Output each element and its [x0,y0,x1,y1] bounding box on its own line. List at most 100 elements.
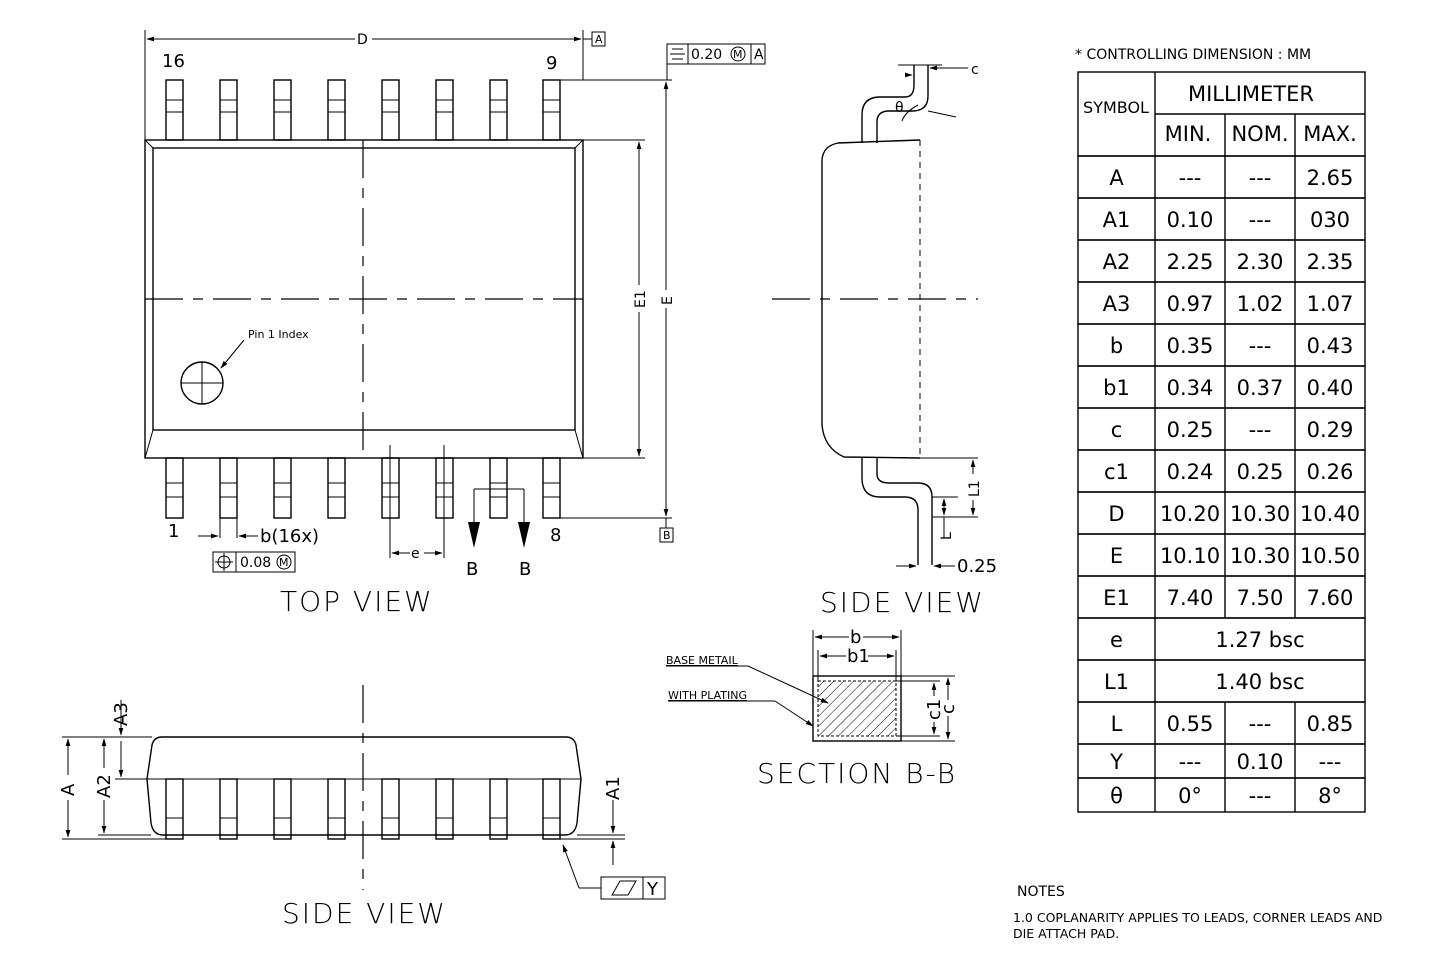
table-cell-span: 1.40 bsc [1215,670,1304,694]
table-cell-span: 1.27 bsc [1215,628,1304,652]
top-view-caption: TOP VIEW [280,585,434,618]
table-cell-max: 8° [1318,784,1342,808]
table-cell-min: --- [1179,166,1202,190]
table-cell-min: 0.97 [1167,292,1214,316]
table-cell-max: 10.50 [1300,544,1360,568]
table-row: A------2.65 [1077,155,1366,199]
dim-A-label: A [58,783,79,796]
controlling-dimension-note: * CONTROLLING DIMENSION : MM [1075,47,1311,63]
side-view-right: c θ L1 L 0.25 SIDE VIEW [772,62,997,619]
datum-A-box [591,31,606,47]
table-cell-nom: --- [1249,166,1272,190]
side-view-bottom: A A2 A3 A1 Y SIDE VIEW [58,685,666,930]
table-cell-symbol: c [1111,418,1123,442]
table-cell-symbol: A2 [1103,250,1131,274]
dim-A3-label: A3 [111,702,132,726]
symmetry-tolerance-value: 0.20 [691,47,722,63]
pin1-index-label: Pin 1 Index [248,328,309,341]
table-cell-symbol: b1 [1103,376,1130,400]
millimeter-header: MILLIMETER [1188,82,1314,106]
table-cell-max: 0.40 [1307,376,1354,400]
table-cell-min: 0.55 [1167,712,1214,736]
table-cell-min: 7.40 [1167,586,1214,610]
table-cell-min: 0.10 [1167,208,1214,232]
dim-D-label: D [357,32,368,48]
base-metal-label: BASE METAIL [666,654,739,667]
table-cell-max: --- [1319,750,1342,774]
position-tolerance-modifier: M [279,556,289,569]
table-cell-symbol: E1 [1103,586,1130,610]
nom-header: NOM. [1231,122,1288,146]
dim-A2-label: A2 [94,774,115,798]
table-cell-symbol: L1 [1104,670,1129,694]
dim-E1-label: E1 [633,290,649,308]
section-dim-b1-label: b1 [847,646,870,667]
pin-9-label: 9 [546,53,557,74]
dim-e-label: e [411,546,420,562]
table-cell-min: 0.35 [1167,334,1214,358]
dim-E-label: E [660,296,676,305]
table-cell-nom: --- [1249,784,1272,808]
section-dim-c1-label: c1 [924,699,945,720]
table-cell-nom: 2.30 [1237,250,1284,274]
table-row: L1 1.40 bsc [1077,659,1366,703]
position-tolerance-value: 0.08 [240,555,271,571]
side-leads [165,778,561,840]
top-view: Pin 1 Index 16 9 1 8 D A 0.20 M A E1 [144,30,766,618]
table-cell-nom: --- [1249,418,1272,442]
with-plating-label: WITH PLATING [668,689,747,702]
coplanarity-frame [600,876,666,900]
table-cell-max: 2.35 [1307,250,1354,274]
table-cell-nom: 0.37 [1237,376,1284,400]
side-view-bottom-caption: SIDE VIEW [282,897,447,930]
table-cell-nom: 0.10 [1237,750,1284,774]
top-leads [165,79,561,141]
dimension-table: * CONTROLLING DIMENSION : MM SYMBOL MILL… [1075,47,1366,813]
section-marker-left: B [466,559,478,580]
dim-A1-label: A1 [603,776,624,800]
table-cell-min: --- [1179,750,1202,774]
dim-theta-label: θ [895,100,904,116]
dim-b16x-label: b(16x) [260,526,319,547]
table-cell-min: 10.20 [1160,502,1220,526]
datum-Y-label: Y [646,879,659,900]
table-cell-min: 0.25 [1167,418,1214,442]
table-cell-min: 0° [1178,784,1202,808]
table-cell-max: 1.07 [1307,292,1354,316]
pin-16-label: 16 [162,51,185,72]
table-cell-symbol: b [1110,334,1123,358]
symmetry-tolerance-ref: A [754,47,764,63]
dim-L-label: L [939,532,955,540]
section-marker-right: B [519,559,531,580]
package-body-inner [152,147,576,431]
table-row: Y---0.10--- [1077,743,1366,779]
table-cell-max: 030 [1310,208,1350,232]
table-cell-nom: 10.30 [1230,502,1290,526]
dim-025-label: 0.25 [957,556,997,577]
base-metal-area [817,680,897,737]
table-cell-symbol: E [1110,544,1123,568]
datum-B-box [659,527,674,543]
table-cell-min: 10.10 [1160,544,1220,568]
notes-title: NOTES [1017,884,1065,900]
section-bb: b b1 c1 c BASE METAIL WITH PLATING SECTI… [666,627,959,790]
min-header: MIN. [1165,122,1212,146]
table-cell-nom: 7.50 [1237,586,1284,610]
max-header: MAX. [1303,122,1357,146]
table-cell-symbol: L [1111,712,1123,736]
table-cell-symbol: A [1109,166,1124,190]
datum-A-label: A [595,33,603,46]
symbol-header: SYMBOL [1083,98,1149,117]
